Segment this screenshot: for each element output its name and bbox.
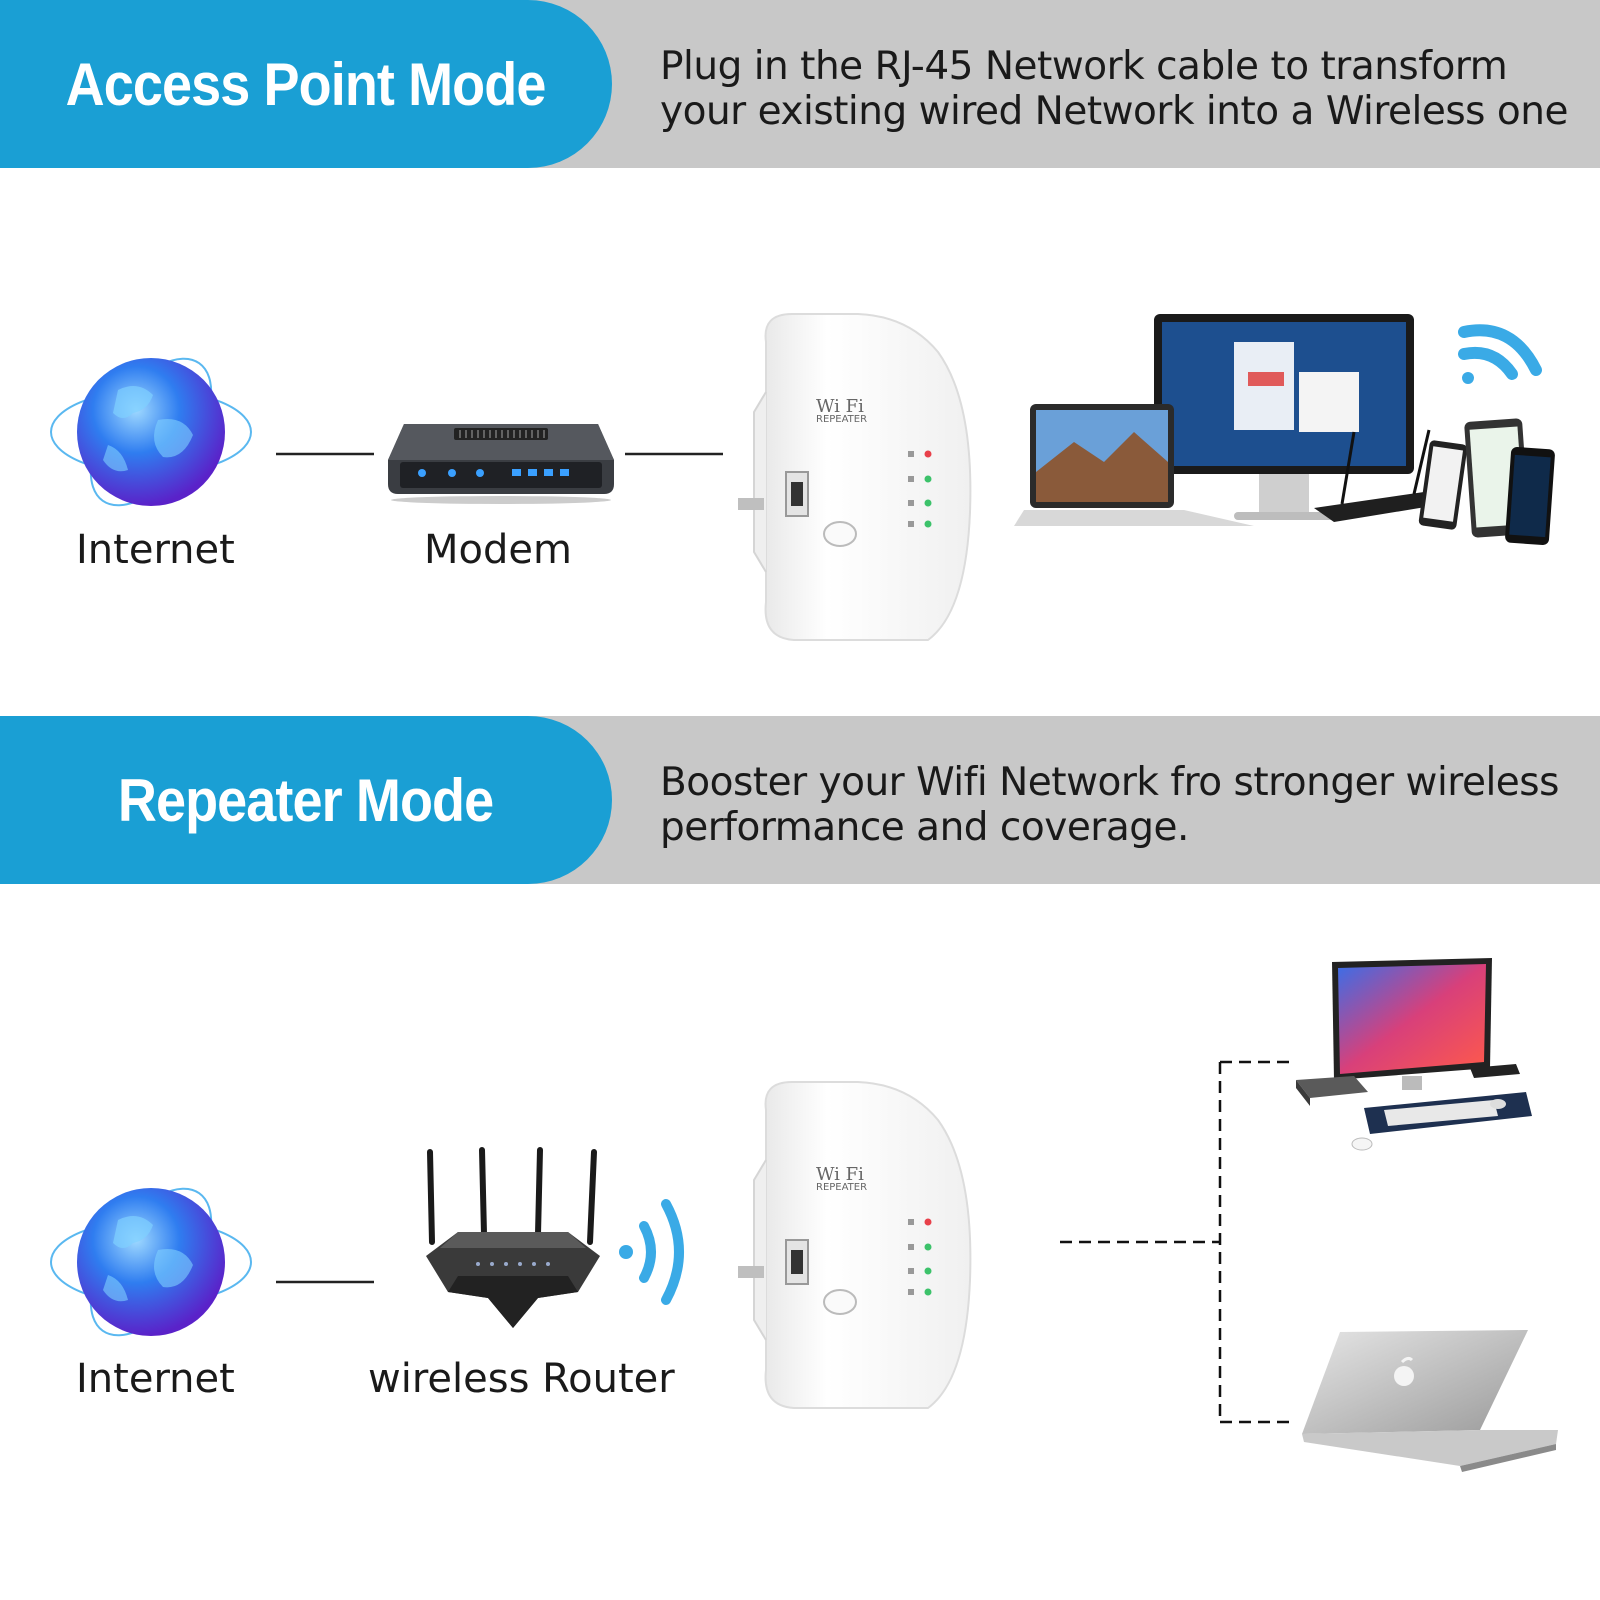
repeater-brand-text: Wi Fi xyxy=(816,396,864,417)
wifi-signal-icon xyxy=(619,1199,684,1305)
repeater-mode-description: Booster your Wifi Network fro stronger w… xyxy=(660,760,1580,850)
repeater-mode-band: Repeater Mode Booster your Wifi Network … xyxy=(0,716,1600,884)
repeater-desc-line-2: performance and coverage. xyxy=(660,805,1189,850)
ap-mode-title: Access Point Mode xyxy=(66,50,547,118)
ap-modem-label: Modem xyxy=(424,527,572,573)
devices-icon xyxy=(1014,314,1555,546)
ap-desc-line-2: your existing wired Network into a Wirel… xyxy=(660,89,1568,134)
repeater-mode-title-pill: Repeater Mode xyxy=(0,716,612,884)
connector-line xyxy=(276,452,374,456)
router-icon xyxy=(426,1147,600,1328)
desktop-icon xyxy=(1296,958,1532,1151)
ap-desc-line-1: Plug in the RJ-45 Network cable to trans… xyxy=(660,44,1508,89)
modem-icon xyxy=(388,424,614,504)
repeater-model-text: REPEATER xyxy=(816,414,867,425)
repeater-mode-title: Repeater Mode xyxy=(118,766,494,834)
laptop-icon xyxy=(1302,1330,1558,1472)
ap-mode-description: Plug in the RJ-45 Network cable to trans… xyxy=(660,44,1580,134)
repeater-internet-label: Internet xyxy=(76,1356,235,1402)
connector-line xyxy=(625,452,723,456)
repeater-model-text: REPEATER xyxy=(816,1182,867,1193)
repeater-icon: Wi Fi REPEATER xyxy=(738,313,972,641)
repeater-icon: Wi Fi REPEATER xyxy=(738,1081,972,1409)
globe-icon xyxy=(50,357,252,507)
connector-line xyxy=(276,1280,374,1284)
globe-icon xyxy=(50,1187,252,1337)
wifi-signal-icon xyxy=(1458,324,1542,384)
ap-mode-title-pill: Access Point Mode xyxy=(0,0,612,168)
ap-internet-label: Internet xyxy=(76,527,235,573)
dashed-connector xyxy=(1060,1060,1292,1424)
repeater-desc-line-1: Booster your Wifi Network fro stronger w… xyxy=(660,760,1559,805)
ap-mode-band: Access Point Mode Plug in the RJ-45 Netw… xyxy=(0,0,1600,168)
repeater-router-label: wireless Router xyxy=(368,1356,675,1402)
repeater-brand-text: Wi Fi xyxy=(816,1164,864,1185)
